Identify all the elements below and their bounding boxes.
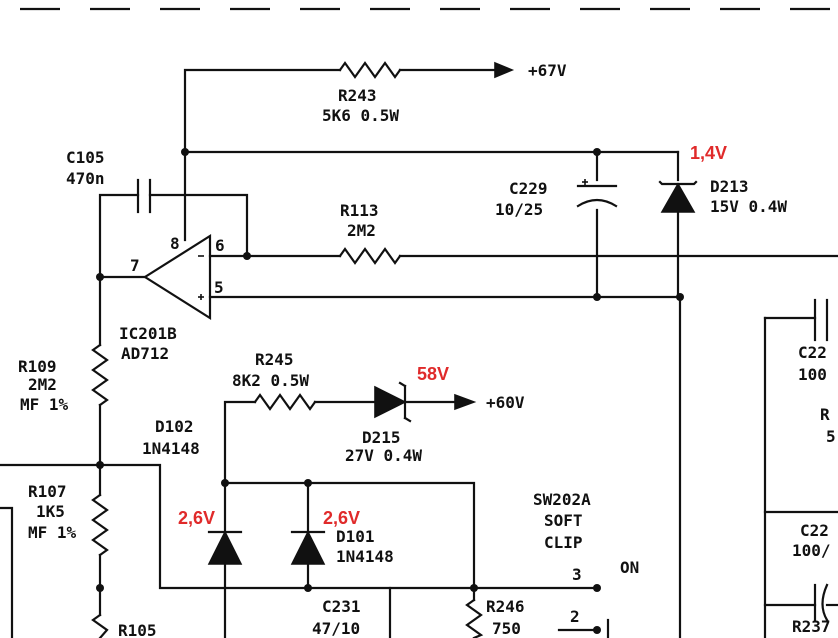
c231-value: 47/10 — [312, 619, 360, 638]
r245-d215-branch — [223, 381, 477, 485]
sw-pin3: 3 — [572, 565, 582, 584]
r107-ref: R107 — [28, 482, 67, 501]
r243-ref: R243 — [338, 86, 377, 105]
r243-branch — [183, 61, 515, 152]
d213-zener — [658, 180, 698, 213]
r107-value: 1K5 — [36, 502, 65, 521]
sw202a-switch — [472, 584, 610, 638]
d215-value: 27V 0.4W — [345, 446, 422, 465]
d101-voltage-annotation: 2,6V — [323, 508, 360, 528]
r107-resistor — [0, 463, 109, 638]
d102-voltage-annotation: 2,6V — [178, 508, 215, 528]
ic-value: AD712 — [121, 344, 169, 363]
ic-pin8: 8 — [170, 234, 180, 253]
c22-bottom-value: 100/ — [792, 541, 831, 560]
opamp-ic201b — [96, 234, 684, 320]
sw-pin2: 2 — [570, 607, 580, 626]
c231-ref: C231 — [322, 597, 361, 616]
d102-ref: D102 — [155, 417, 194, 436]
sw-ref: SW202A — [533, 490, 591, 509]
sw-label-clip: CLIP — [544, 533, 583, 552]
d213-ref: D213 — [710, 177, 749, 196]
r245-ref: R245 — [255, 350, 294, 369]
r243-value: 5K6 0.5W — [322, 106, 399, 125]
d213-voltage-annotation: 1,4V — [690, 143, 727, 163]
c231-r246 — [388, 586, 484, 638]
supply-plus60v-label: +60V — [486, 393, 525, 412]
r107-tolerance: MF 1% — [28, 523, 77, 542]
r113-value: 2M2 — [347, 221, 376, 240]
right-partials — [678, 295, 838, 638]
d215-ref: D215 — [362, 428, 401, 447]
supply-plus67v-label: +67V — [528, 61, 567, 80]
ic-pin7: 7 — [130, 256, 140, 275]
r245-value: 8K2 0.5W — [232, 371, 309, 390]
c105-value: 470n — [66, 169, 105, 188]
c105-capacitor — [98, 178, 249, 277]
r109-value: 2M2 — [28, 375, 57, 394]
d101-value: 1N4148 — [336, 547, 394, 566]
c229-value: 10/25 — [495, 200, 543, 219]
ic-pin5: 5 — [214, 278, 224, 297]
d215-voltage-annotation: 58V — [417, 364, 449, 384]
d213-value: 15V 0.4W — [710, 197, 787, 216]
r109-resistor — [91, 275, 109, 467]
r109-ref: R109 — [18, 357, 57, 376]
c22-bottom-ref: C22 — [800, 521, 829, 540]
r113-ref: R113 — [340, 201, 379, 220]
c22-top-value: 100 — [798, 365, 827, 384]
r109-tolerance: MF 1% — [20, 395, 69, 414]
ic-ref: IC201B — [119, 324, 177, 343]
sw-label-soft: SOFT — [544, 511, 583, 530]
r246-ref: R246 — [486, 597, 525, 616]
upper-rail — [181, 148, 680, 299]
r105-ref: R105 — [118, 621, 157, 638]
c22-top-ref: C22 — [798, 343, 827, 362]
ic-pin6: 6 — [215, 236, 225, 255]
r-mid-value: 5 — [826, 427, 836, 446]
d102-value: 1N4148 — [142, 439, 200, 458]
c105-ref: C105 — [66, 148, 105, 167]
diode-network — [0, 461, 478, 638]
c229-capacitor — [576, 179, 618, 208]
d101-ref: D101 — [336, 527, 375, 546]
r113-resistor — [245, 247, 838, 265]
sw-on-label: ON — [620, 558, 639, 577]
r237-ref: R237 — [792, 617, 831, 636]
r246-value: 750 — [492, 619, 521, 638]
c229-ref: C229 — [509, 179, 548, 198]
r-mid-ref: R — [820, 405, 830, 424]
